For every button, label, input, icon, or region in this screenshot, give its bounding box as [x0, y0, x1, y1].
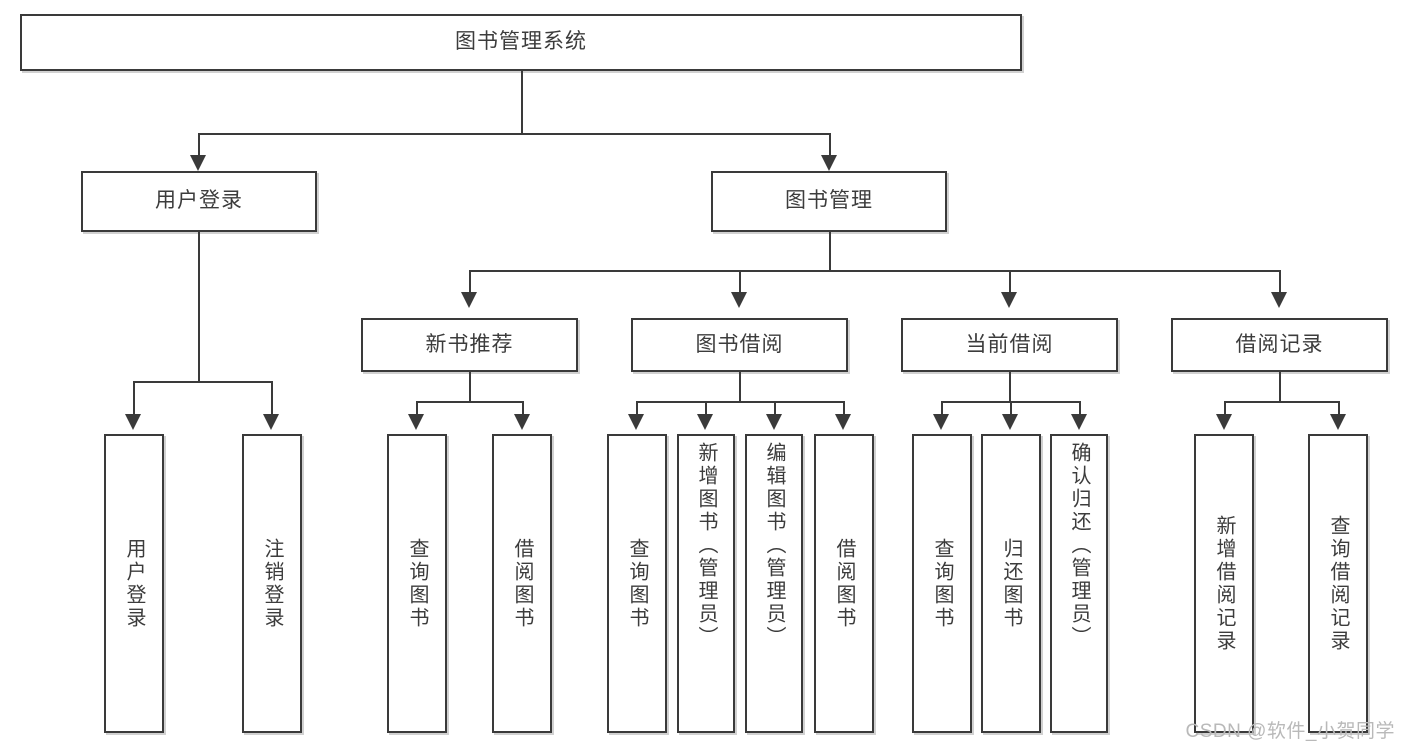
connector-root-stem [521, 71, 523, 133]
arrow-currentborrow-leaf-3 [1071, 414, 1087, 430]
node-label: 图书管理 [785, 189, 873, 213]
arrow-bookmgmt-to-newbook [461, 292, 477, 308]
leaf-query-book-newbook[interactable]: 查询图书 [387, 434, 447, 733]
connector-borrowrecord-stem [1279, 372, 1281, 401]
connector-borrowrecord-drop-1 [1224, 401, 1226, 417]
arrow-root-to-userlogin [190, 155, 206, 171]
arrow-root-to-bookmgmt [821, 155, 837, 171]
node-label: 图书管理系统 [455, 30, 587, 54]
connector-bookborrow-drop-3 [774, 401, 776, 417]
leaf-add-borrow-record[interactable]: 新增借阅记录 [1194, 434, 1254, 733]
connector-bookmgmt-bus [469, 270, 1280, 272]
leaf-borrow-book[interactable]: 借阅图书 [814, 434, 874, 733]
leaf-add-book-admin[interactable]: 新增图书（管理员） [677, 434, 735, 733]
node-label: 确认归还（管理员） [1068, 442, 1090, 649]
arrow-currentborrow-leaf-1 [933, 414, 949, 430]
connector-bookborrow-drop-1 [636, 401, 638, 417]
arrow-bookmgmt-to-currentborrow [1001, 292, 1017, 308]
node-current-borrow[interactable]: 当前借阅 [901, 318, 1118, 372]
arrow-borrowrecord-leaf-2 [1330, 414, 1346, 430]
node-label: 注销登录 [261, 537, 283, 630]
connector-newbook-drop-2 [522, 401, 524, 417]
connector-newbook-bus [416, 401, 522, 403]
arrow-bookborrow-leaf-1 [628, 414, 644, 430]
connector-currentborrow-drop-1 [941, 401, 943, 417]
node-label: 查询图书 [931, 537, 953, 630]
node-label: 借阅图书 [511, 537, 533, 630]
connector-root-to-userlogin [198, 133, 200, 158]
node-label: 用户登录 [123, 537, 145, 630]
node-label: 查询借阅记录 [1327, 514, 1349, 653]
connector-bookmgmt-stem [829, 232, 831, 270]
arrow-currentborrow-leaf-2 [1002, 414, 1018, 430]
leaf-query-book-current[interactable]: 查询图书 [912, 434, 972, 733]
connector-root-to-bookmgmt [829, 133, 831, 158]
connector-newbook-stem [469, 372, 471, 401]
node-label: 归还图书 [1000, 537, 1022, 630]
connector-currentborrow-stem [1009, 372, 1011, 401]
connector-newbook-drop-1 [416, 401, 418, 417]
connector-bookborrow-bus [636, 401, 843, 403]
leaf-borrow-book-newbook[interactable]: 借阅图书 [492, 434, 552, 733]
leaf-logout[interactable]: 注销登录 [242, 434, 302, 733]
leaf-query-book-borrow[interactable]: 查询图书 [607, 434, 667, 733]
node-label: 用户登录 [155, 189, 243, 213]
connector-bookmgmt-drop-2 [739, 270, 741, 295]
node-book-management[interactable]: 图书管理 [711, 171, 947, 232]
leaf-user-login[interactable]: 用户登录 [104, 434, 164, 733]
connector-bookmgmt-drop-3 [1009, 270, 1011, 295]
connector-currentborrow-drop-3 [1079, 401, 1081, 417]
connector-bookmgmt-drop-1 [469, 270, 471, 295]
node-label: 当前借阅 [965, 332, 1054, 356]
connector-bookborrow-drop-2 [705, 401, 707, 417]
node-label: 新书推荐 [425, 332, 514, 356]
node-label: 查询图书 [626, 537, 648, 630]
leaf-edit-book-admin[interactable]: 编辑图书（管理员） [745, 434, 803, 733]
node-label: 图书借阅 [695, 332, 784, 356]
arrow-borrowrecord-leaf-1 [1216, 414, 1232, 430]
node-book-borrow[interactable]: 图书借阅 [631, 318, 848, 372]
arrow-bookmgmt-to-borrowrecord [1271, 292, 1287, 308]
node-label: 借阅记录 [1235, 332, 1324, 356]
connector-bookborrow-stem [739, 372, 741, 401]
connector-borrowrecord-bus [1224, 401, 1338, 403]
node-root-system[interactable]: 图书管理系统 [20, 14, 1022, 71]
leaf-return-book[interactable]: 归还图书 [981, 434, 1041, 733]
connector-bookborrow-drop-4 [843, 401, 845, 417]
leaf-query-borrow-record[interactable]: 查询借阅记录 [1308, 434, 1368, 733]
node-label: 查询图书 [406, 537, 428, 630]
connector-bookmgmt-drop-4 [1279, 270, 1281, 295]
node-new-book-recommend[interactable]: 新书推荐 [361, 318, 578, 372]
node-label: 新增图书（管理员） [695, 442, 717, 649]
arrow-bookborrow-leaf-4 [835, 414, 851, 430]
connector-userlogin-stem [198, 232, 200, 381]
arrow-bookmgmt-to-bookborrow [731, 292, 747, 308]
node-label: 新增借阅记录 [1213, 514, 1235, 653]
connector-userlogin-drop-2 [271, 381, 273, 417]
node-borrow-record[interactable]: 借阅记录 [1171, 318, 1388, 372]
connector-userlogin-bus [133, 381, 271, 383]
arrow-newbook-leaf-2 [514, 414, 530, 430]
node-label: 借阅图书 [833, 537, 855, 630]
watermark-text: CSDN @软件_小贺同学 [1185, 721, 1395, 742]
arrow-bookborrow-leaf-2 [697, 414, 713, 430]
connector-root-bus [198, 133, 830, 135]
arrow-userlogin-leaf-2 [263, 414, 279, 430]
arrow-bookborrow-leaf-3 [766, 414, 782, 430]
connector-borrowrecord-drop-2 [1338, 401, 1340, 417]
node-user-login[interactable]: 用户登录 [81, 171, 317, 232]
leaf-confirm-return-admin[interactable]: 确认归还（管理员） [1050, 434, 1108, 733]
connector-currentborrow-drop-2 [1010, 401, 1012, 417]
arrow-userlogin-leaf-1 [125, 414, 141, 430]
connector-userlogin-drop-1 [133, 381, 135, 417]
node-label: 编辑图书（管理员） [763, 442, 785, 649]
arrow-newbook-leaf-1 [408, 414, 424, 430]
